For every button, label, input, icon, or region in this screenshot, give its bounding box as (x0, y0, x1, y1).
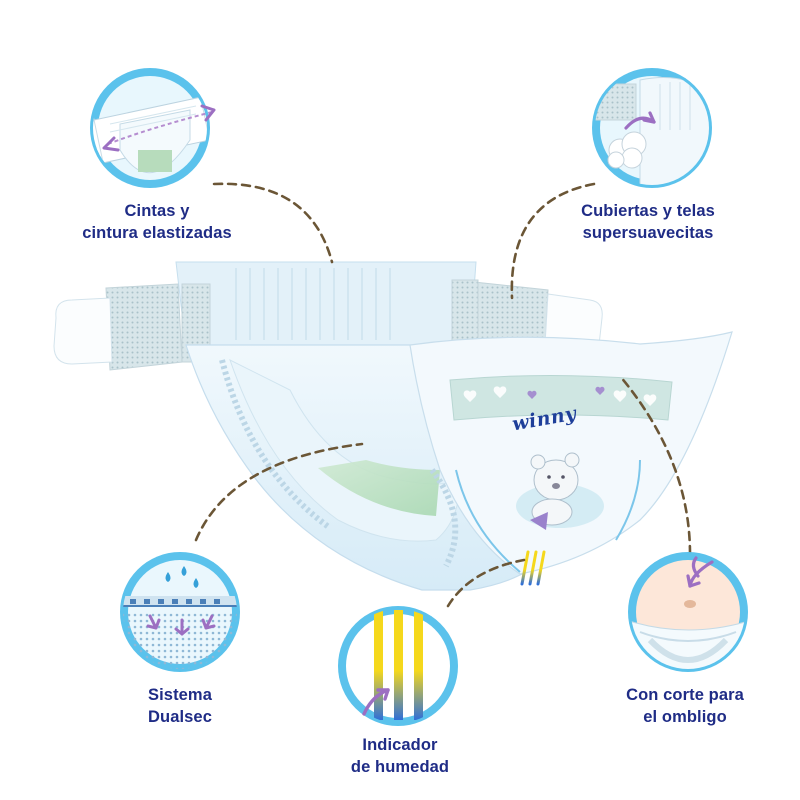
connector-lines (194, 182, 692, 608)
cotton-cloud-icon (607, 131, 647, 169)
navel-cut-icon (628, 552, 748, 672)
feature-label-navel-cut: Con corte para el ombligo (626, 686, 744, 726)
dualsec-layer-icon (120, 552, 240, 672)
water-drop-icon (165, 566, 199, 588)
soft-fabric-icon (592, 68, 712, 188)
feature-label-dualsec: Sistema Dualsec (148, 686, 212, 726)
teddy-bear-icon (516, 452, 604, 530)
feature-label-soft-covers: Cubiertas y telas supersuavecitas (581, 202, 715, 242)
wetness-indicator-icon (338, 606, 458, 726)
diaper-illustration (53, 261, 733, 591)
feature-label-elastic-tapes: Cintas y cintura elastizadas (82, 202, 232, 242)
feature-label-wetness-indicator: Indicador de humedad (350, 736, 450, 776)
elastic-tape-icon (90, 68, 216, 188)
